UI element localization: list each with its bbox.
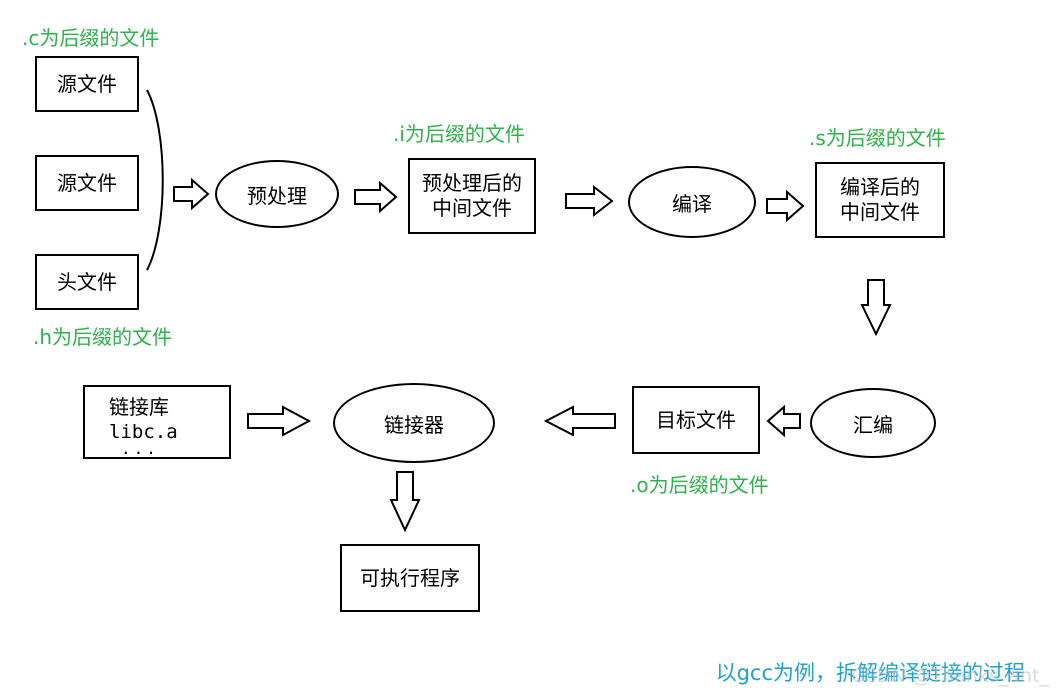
arrow-to-compile xyxy=(565,184,614,218)
executable-label: 可执行程序 xyxy=(360,565,460,590)
source-file-label-2: 源文件 xyxy=(57,170,117,195)
preprocessed-label-line2: 中间文件 xyxy=(432,196,512,220)
annotation-i-files: .i为后缀的文件 xyxy=(393,122,525,146)
arrow-to-object xyxy=(766,404,801,438)
library-box: 链接库 libc.a ... xyxy=(83,385,231,459)
library-libc: libc.a xyxy=(109,421,178,443)
header-file-box: 头文件 xyxy=(35,254,139,310)
preprocessed-file-box: 预处理后的 中间文件 xyxy=(408,158,536,234)
library-label: 链接库 xyxy=(109,395,169,419)
preprocess-node: 预处理 xyxy=(215,160,339,228)
watermark: CSDN @Thanks_ant_ xyxy=(851,665,1049,687)
source-file-box-1: 源文件 xyxy=(35,56,139,112)
compiled-file-box: 编译后的 中间文件 xyxy=(815,162,945,238)
preprocess-label: 预处理 xyxy=(247,183,307,208)
compiled-label-line1: 编译后的 xyxy=(840,175,920,199)
compile-node: 编译 xyxy=(628,166,756,238)
arrow-to-linker xyxy=(543,405,616,437)
assemble-label: 汇编 xyxy=(853,412,893,437)
source-file-label-1: 源文件 xyxy=(57,71,117,96)
object-file-box: 目标文件 xyxy=(632,386,760,454)
source-file-box-2: 源文件 xyxy=(35,155,139,211)
arrow-to-compiled xyxy=(766,189,805,223)
arrow-to-executable xyxy=(389,471,421,533)
header-file-label: 头文件 xyxy=(57,269,117,294)
annotation-h-files: .h为后缀的文件 xyxy=(33,325,173,349)
arrow-to-assemble xyxy=(860,279,892,337)
arrow-library-to-linker xyxy=(247,405,312,437)
merge-brace xyxy=(146,89,164,271)
library-ellipsis: ... xyxy=(121,439,159,458)
object-file-label: 目标文件 xyxy=(656,407,736,432)
arrow-to-preprocess xyxy=(173,177,210,211)
annotation-o-files: .o为后缀的文件 xyxy=(630,473,769,497)
executable-box: 可执行程序 xyxy=(340,544,480,612)
linker-label: 链接器 xyxy=(384,412,444,437)
preprocessed-label-line1: 预处理后的 xyxy=(422,171,522,195)
assemble-node: 汇编 xyxy=(810,388,936,458)
annotation-s-files: .s为后缀的文件 xyxy=(809,126,946,150)
diagram-caption: 以gcc为例，拆解编译链接的过程 xyxy=(715,661,1025,685)
compiled-label-line2: 中间文件 xyxy=(840,200,920,224)
linker-node: 链接器 xyxy=(333,383,495,463)
annotation-c-files: .c为后缀的文件 xyxy=(22,26,160,50)
compile-label: 编译 xyxy=(672,191,712,216)
arrow-to-preprocessed xyxy=(354,180,398,214)
